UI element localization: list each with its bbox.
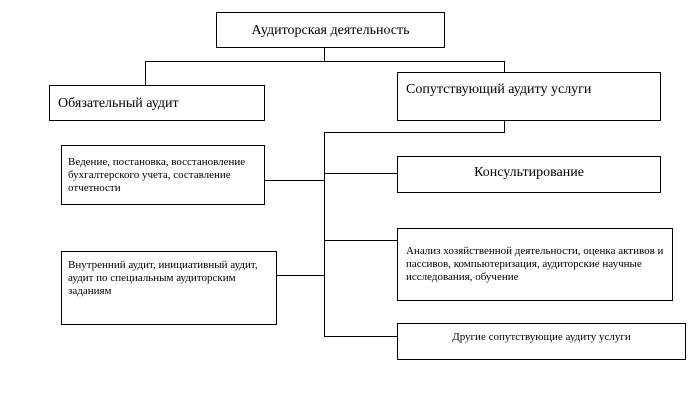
other-services-label: Другие сопутствующие аудиту услуги xyxy=(452,331,631,343)
consulting-box: Консультирование xyxy=(397,156,661,193)
analysis-box: Анализ хозяйственной деятельности, оценк… xyxy=(397,228,673,301)
mandatory-audit-label: Обязательный аудит xyxy=(58,95,179,111)
internal-audit-box: Внутренний аудит, инициативный аудит, ау… xyxy=(61,251,277,325)
root-label: Аудиторская деятельность xyxy=(251,22,410,38)
accounting-label: Ведение, постановка, восстановление бухг… xyxy=(68,155,246,194)
mandatory-audit-box: Обязательный аудит xyxy=(49,85,265,121)
consulting-label: Консультирование xyxy=(474,165,584,180)
accounting-box: Ведение, постановка, восстановление бухг… xyxy=(61,145,265,205)
other-services-box: Другие сопутствующие аудиту услуги xyxy=(397,323,686,360)
root-box: Аудиторская деятельность xyxy=(216,12,445,48)
related-services-box: Сопутствующий аудиту услуги xyxy=(397,72,661,121)
internal-audit-label: Внутренний аудит, инициативный аудит, ау… xyxy=(68,258,258,297)
analysis-label: Анализ хозяйственной деятельности, оценк… xyxy=(406,245,664,283)
related-services-label: Сопутствующий аудиту услуги xyxy=(406,82,592,97)
